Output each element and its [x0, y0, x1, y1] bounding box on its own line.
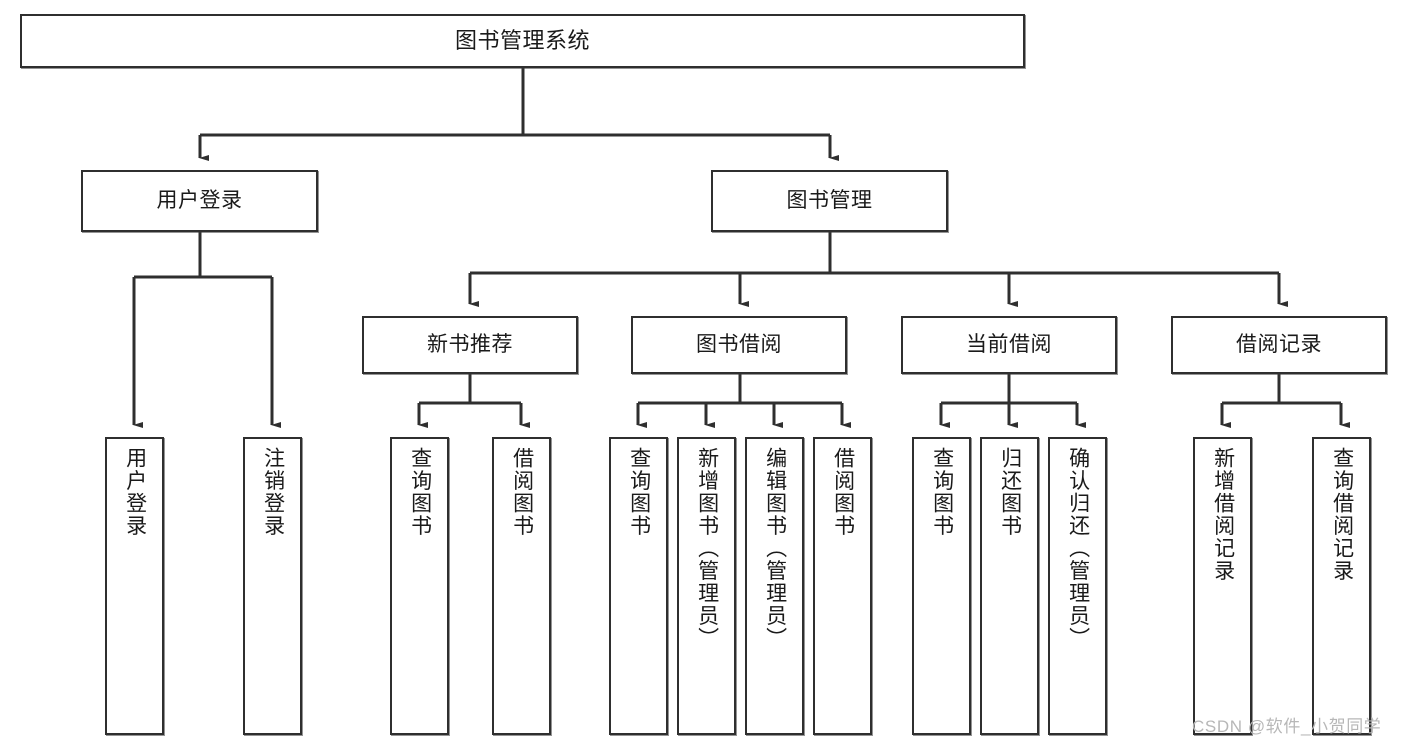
node-book-management[interactable]: 图书管理	[711, 170, 948, 232]
node-label: 查询图书	[930, 447, 954, 537]
node-label: 查询借阅记录	[1330, 447, 1354, 582]
leaf-logout[interactable]: 注销登录	[243, 437, 302, 735]
leaf-edit-book-admin[interactable]: 编辑图书（管理员）	[745, 437, 804, 735]
node-label: 借阅图书	[831, 447, 855, 537]
leaf-confirm-return-admin[interactable]: 确认归还（管理员）	[1048, 437, 1107, 735]
node-label: 借阅记录	[1236, 332, 1322, 356]
leaf-query-book-recommend[interactable]: 查询图书	[390, 437, 449, 735]
node-label: 图书管理系统	[454, 28, 590, 54]
leaf-query-borrow-record[interactable]: 查询借阅记录	[1312, 437, 1371, 735]
leaf-query-book-borrow[interactable]: 查询图书	[609, 437, 668, 735]
node-label: 新增借阅记录	[1211, 447, 1235, 582]
node-label: 查询图书	[408, 447, 432, 537]
node-book-borrow[interactable]: 图书借阅	[631, 316, 847, 374]
node-label: 编辑图书（管理员）	[763, 447, 787, 650]
leaf-add-book-admin[interactable]: 新增图书（管理员）	[677, 437, 736, 735]
leaf-borrow-book-recommend[interactable]: 借阅图书	[492, 437, 551, 735]
node-root-library-system[interactable]: 图书管理系统	[20, 14, 1025, 68]
node-label: 用户登录	[123, 447, 147, 537]
node-user-login[interactable]: 用户登录	[81, 170, 318, 232]
node-current-borrow[interactable]: 当前借阅	[901, 316, 1117, 374]
node-label: 查询图书	[627, 447, 651, 537]
node-label: 当前借阅	[966, 332, 1052, 356]
node-label: 借阅图书	[510, 447, 534, 537]
leaf-user-login[interactable]: 用户登录	[105, 437, 164, 735]
leaf-query-book-current[interactable]: 查询图书	[912, 437, 971, 735]
node-label: 确认归还（管理员）	[1066, 447, 1090, 650]
node-label: 用户登录	[156, 188, 243, 212]
node-label: 注销登录	[261, 447, 285, 537]
node-new-book-recommend[interactable]: 新书推荐	[362, 316, 578, 374]
node-label: 图书借阅	[696, 332, 782, 356]
leaf-return-book[interactable]: 归还图书	[980, 437, 1039, 735]
watermark-text: CSDN @软件_小贺同学	[1192, 717, 1382, 736]
node-label: 图书管理	[786, 188, 873, 212]
node-label: 新增图书（管理员）	[695, 447, 719, 650]
leaf-add-borrow-record[interactable]: 新增借阅记录	[1193, 437, 1252, 735]
node-label: 归还图书	[998, 447, 1022, 537]
node-label: 新书推荐	[427, 332, 513, 356]
node-borrow-records[interactable]: 借阅记录	[1171, 316, 1387, 374]
leaf-borrow-book[interactable]: 借阅图书	[813, 437, 872, 735]
